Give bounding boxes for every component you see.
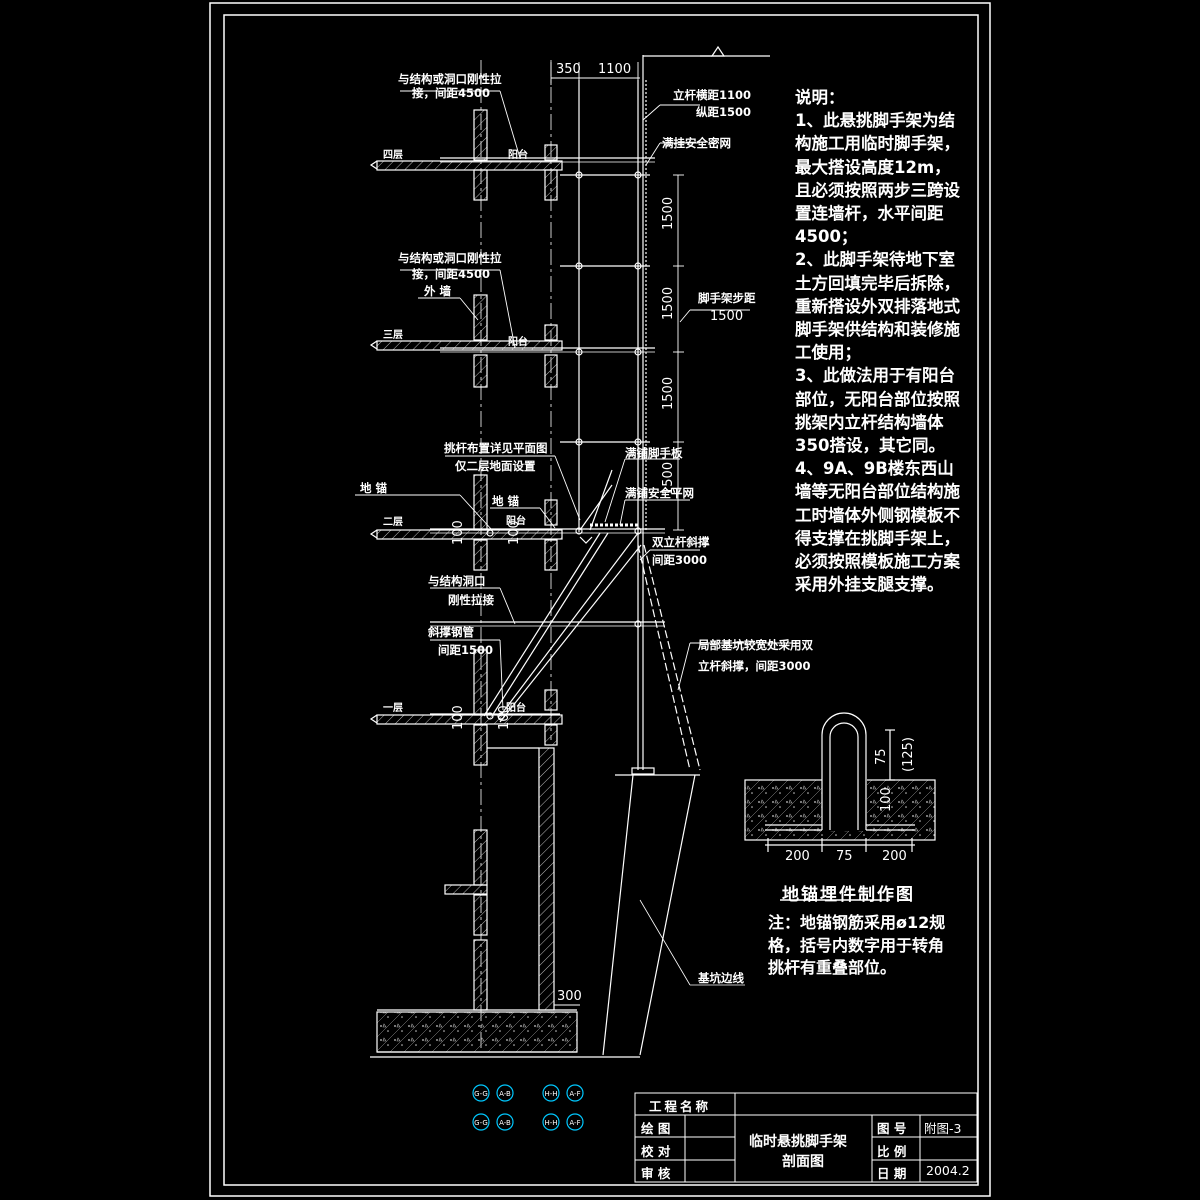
dim-75-horizontal: 75 — [836, 849, 853, 864]
dim-200-b: 200 — [882, 849, 907, 864]
building-structure — [369, 60, 640, 1058]
anchor-detail-dims: 75 (125) 100 200 75 200 — [785, 737, 916, 864]
tie-label-1a: 与结构或洞口刚性拉 — [398, 72, 502, 86]
cantilever-label-b: 仅二层地面设置 — [454, 459, 536, 473]
double-brace-label-a: 双立杆斜撑 — [651, 535, 710, 549]
safety-flat-label: 满铺安全平网 — [625, 486, 694, 500]
date-value: 2004.2 — [926, 1163, 970, 1178]
dim-1500-4: 1500 — [661, 462, 676, 495]
axis-label: A-F — [569, 1119, 580, 1127]
scale-label: 比 例 — [877, 1144, 907, 1159]
pit-edge-label: 基坑边线 — [697, 971, 744, 985]
cantilever-label-a: 挑杆布置详见平面图 — [444, 441, 548, 455]
anchor-mid-label: 地 锚 — [492, 494, 520, 508]
tie-label-2b: 接，间距4500 — [412, 267, 490, 281]
floor-1-label: 一层 — [383, 702, 403, 714]
dim-100-d: 100 — [497, 705, 512, 730]
axis-label: H-H — [544, 1090, 557, 1098]
project-name-label: 工程名称 — [649, 1099, 712, 1114]
floor-2-label: 二层 — [383, 516, 403, 528]
axis-label: G-G — [474, 1119, 488, 1127]
safety-net-label: 满挂安全密网 — [662, 136, 731, 150]
dim-75-vertical: 75 — [874, 748, 889, 765]
dimensions — [550, 62, 684, 1006]
dim-1100: 1100 — [598, 62, 631, 77]
tie-label-1b: 接，间距4500 — [412, 86, 490, 100]
balcony-label-3: 阳台 — [506, 514, 526, 527]
double-brace-label-b: 间距3000 — [652, 553, 707, 567]
axis-label: H-H — [544, 1119, 557, 1127]
step-value: 1500 — [710, 309, 743, 324]
axis-bubbles — [472, 1084, 584, 1131]
dim-100-c: 100 — [451, 705, 466, 730]
date-label: 日 期 — [877, 1166, 907, 1181]
title-block: 工程名称 绘 图 校 对 审 核 临时悬挑脚手架 剖面图 图 号 附图-3 比 … — [635, 1093, 977, 1182]
anchor-detail — [744, 712, 936, 852]
axis-label: A-B — [499, 1119, 511, 1127]
title-block-grid — [634, 1092, 978, 1183]
drawing-title-line2: 剖面图 — [782, 1154, 824, 1170]
annotations: 与结构或洞口刚性拉 接，间距4500 与结构或洞口刚性拉 接，间距4500 外 … — [360, 72, 813, 985]
outer-wall-label: 外 墙 — [423, 284, 452, 298]
axis-label: G-G — [474, 1090, 488, 1098]
step-title: 脚手架步距 — [698, 291, 756, 305]
diag-label-a: 斜撑钢管 — [427, 625, 474, 639]
anchor-left-label: 地 锚 — [360, 481, 388, 495]
notes-block: 说明： 1、此悬挑脚手架为结构施工用临时脚手架，最大搭设高度12m，且必须按照两… — [795, 86, 965, 596]
dim-200-a: 200 — [785, 849, 810, 864]
balcony-label-1: 阳台 — [508, 148, 528, 161]
outer-frame — [209, 2, 991, 1197]
balcony-label-2: 阳台 — [508, 335, 528, 348]
dim-100-a: 100 — [451, 520, 466, 545]
note-item-3: 3、此做法用于有阳台部位，无阳台部位按照挑架内立杆结构墙体350搭设，其它同。 — [795, 366, 960, 456]
checked-label: 校 对 — [641, 1144, 671, 1159]
leader-lines — [355, 90, 800, 711]
floor-4-label: 四层 — [383, 149, 403, 161]
drawing-title-line1: 临时悬挑脚手架 — [749, 1134, 847, 1150]
drawn-label: 绘 图 — [641, 1121, 671, 1136]
dim-text: 350 1100 1500 1500 1500 1500 300 100 100… — [451, 62, 676, 1004]
notes-title: 说明： — [795, 88, 845, 107]
dim-1500-1: 1500 — [661, 197, 676, 230]
axis-bubble-labels: G-G A-B H-H A-F G-G A-B H-H A-F — [474, 1090, 580, 1127]
longitudinal-label: 纵距1500 — [696, 105, 751, 119]
sheet-no-label: 图 号 — [877, 1121, 907, 1136]
local-label-b: 立杆斜撑，间距3000 — [698, 659, 811, 673]
toe-board-label: 满铺脚手板 — [625, 446, 683, 460]
axis-label: A-B — [499, 1090, 511, 1098]
axis-label: A-F — [569, 1090, 580, 1098]
note-item-4: 4、9A、9B楼东西山墙等无阳台部位结构施工时墙体外侧钢模板不得支撑在挑脚手架上… — [795, 459, 960, 595]
balcony-label-4: 阳台 — [506, 701, 526, 714]
sheet-no: 附图-3 — [924, 1121, 962, 1136]
tie3-label-a: 与结构洞口 — [428, 574, 486, 588]
approved-label: 审 核 — [641, 1166, 671, 1181]
diag-label-b: 间距1500 — [438, 643, 493, 657]
detail-note: 注：地锚钢筋采用ø12规格，括号内数字用于转角挑杆有重叠部位。 — [768, 913, 946, 977]
dim-350: 350 — [556, 62, 581, 77]
floor-3-label: 三层 — [383, 329, 403, 341]
dim-100-detail: 100 — [879, 787, 894, 812]
dim-300: 300 — [557, 989, 582, 1004]
dim-1500-2: 1500 — [661, 287, 676, 320]
detail-title: 地锚埋件制作图 — [782, 885, 915, 905]
upright-label: 立杆横距1100 — [673, 88, 751, 102]
note-item-2: 2、此脚手架待地下室土方回填完毕后拆除，重新搭设外双排落地式脚手架供结构和装修施… — [795, 250, 960, 363]
inner-frame — [223, 14, 979, 1186]
scaffold — [430, 45, 770, 1056]
tie3-label-b: 刚性拉接 — [448, 593, 494, 607]
note-item-1: 1、此悬挑脚手架为结构施工用临时脚手架，最大搭设高度12m，且必须按照两步三跨设… — [795, 111, 960, 247]
dim-125: (125) — [901, 737, 916, 772]
tie-label-2a: 与结构或洞口刚性拉 — [398, 251, 502, 265]
local-label-a: 局部基坑较宽处采用双 — [697, 638, 813, 652]
dim-1500-3: 1500 — [661, 377, 676, 410]
dim-100-b: 100 — [507, 520, 522, 545]
